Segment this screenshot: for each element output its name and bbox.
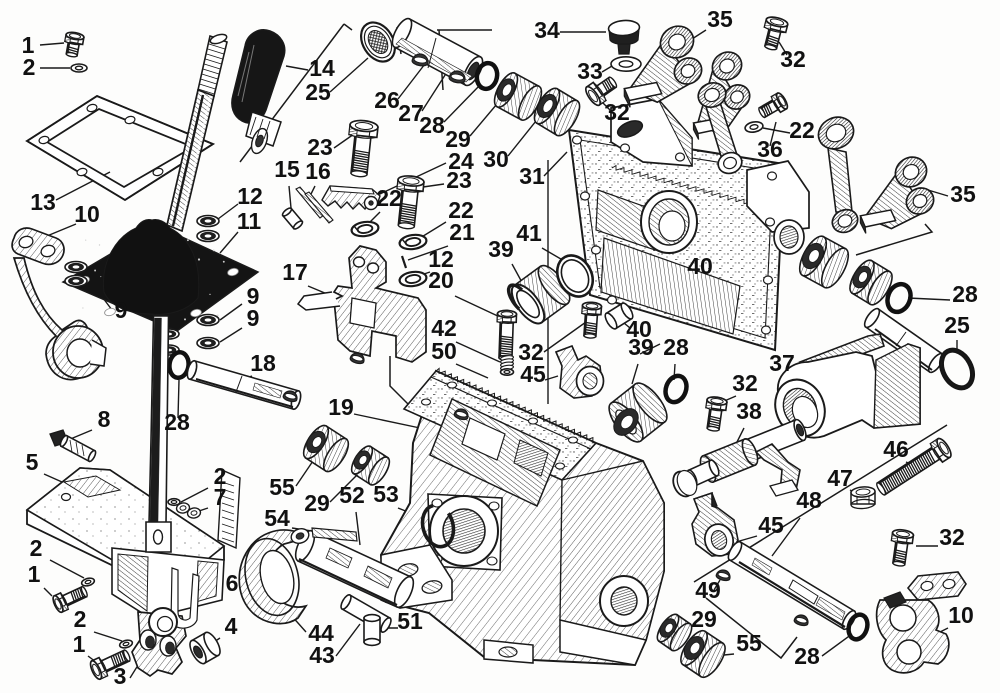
- svg-text:52: 52: [339, 482, 365, 508]
- svg-text:32: 32: [604, 99, 630, 125]
- svg-text:1: 1: [22, 32, 35, 58]
- svg-text:55: 55: [736, 630, 762, 656]
- svg-text:28: 28: [419, 112, 445, 138]
- svg-text:34: 34: [534, 17, 560, 43]
- svg-text:45: 45: [758, 512, 784, 538]
- svg-text:46: 46: [883, 436, 909, 462]
- svg-text:31: 31: [519, 163, 545, 189]
- svg-text:44: 44: [308, 620, 334, 646]
- svg-text:16: 16: [305, 158, 331, 184]
- svg-text:55: 55: [269, 474, 295, 500]
- svg-text:12: 12: [428, 246, 454, 272]
- svg-text:2: 2: [74, 606, 87, 632]
- svg-text:4: 4: [225, 613, 238, 639]
- svg-text:26: 26: [374, 87, 400, 113]
- svg-text:43: 43: [309, 642, 335, 668]
- svg-text:29: 29: [691, 606, 717, 632]
- svg-text:28: 28: [794, 643, 820, 669]
- svg-text:15: 15: [274, 156, 300, 182]
- svg-text:11: 11: [237, 208, 262, 234]
- svg-text:23: 23: [446, 167, 472, 193]
- svg-text:47: 47: [827, 465, 853, 491]
- svg-text:32: 32: [518, 339, 544, 365]
- svg-text:25: 25: [305, 79, 331, 105]
- svg-text:2: 2: [30, 535, 43, 561]
- svg-text:2: 2: [23, 54, 36, 80]
- svg-text:6: 6: [226, 570, 239, 596]
- svg-text:17: 17: [282, 259, 308, 285]
- svg-text:39: 39: [488, 236, 514, 262]
- svg-text:35: 35: [707, 6, 733, 32]
- svg-text:1: 1: [73, 631, 86, 657]
- svg-text:32: 32: [939, 524, 965, 550]
- svg-text:28: 28: [952, 281, 978, 307]
- svg-text:22: 22: [789, 117, 815, 143]
- svg-text:9: 9: [247, 305, 260, 331]
- svg-text:33: 33: [577, 58, 603, 84]
- svg-text:28: 28: [663, 334, 689, 360]
- svg-text:5: 5: [26, 449, 39, 475]
- svg-text:22: 22: [448, 197, 474, 223]
- svg-text:10: 10: [74, 201, 100, 227]
- svg-text:29: 29: [304, 490, 330, 516]
- svg-text:48: 48: [796, 487, 822, 513]
- svg-text:12: 12: [237, 183, 263, 209]
- svg-text:32: 32: [780, 46, 806, 72]
- svg-text:40: 40: [626, 316, 652, 342]
- svg-text:1: 1: [28, 561, 41, 587]
- svg-text:24: 24: [448, 148, 474, 174]
- svg-text:9: 9: [247, 283, 260, 309]
- svg-text:30: 30: [483, 146, 509, 172]
- svg-text:42: 42: [431, 315, 457, 341]
- svg-text:10: 10: [948, 602, 974, 628]
- svg-text:35: 35: [950, 181, 976, 207]
- svg-text:28: 28: [164, 409, 190, 435]
- svg-text:53: 53: [373, 481, 399, 507]
- svg-text:50: 50: [431, 338, 457, 364]
- svg-text:25: 25: [944, 312, 970, 338]
- svg-text:45: 45: [520, 361, 546, 387]
- svg-text:29: 29: [445, 126, 471, 152]
- svg-text:18: 18: [250, 350, 276, 376]
- svg-text:14: 14: [309, 55, 335, 81]
- svg-text:36: 36: [757, 136, 783, 162]
- svg-text:23: 23: [307, 134, 333, 160]
- svg-text:54: 54: [264, 505, 290, 531]
- svg-text:41: 41: [516, 220, 542, 246]
- svg-text:3: 3: [114, 663, 127, 689]
- svg-text:40: 40: [687, 253, 713, 279]
- svg-text:22: 22: [376, 185, 402, 211]
- svg-text:32: 32: [732, 370, 758, 396]
- svg-text:2: 2: [214, 463, 227, 489]
- svg-text:8: 8: [98, 406, 111, 432]
- svg-text:38: 38: [736, 398, 762, 424]
- svg-text:7: 7: [214, 484, 227, 510]
- svg-text:13: 13: [30, 189, 56, 215]
- svg-text:21: 21: [449, 219, 475, 245]
- svg-text:9: 9: [115, 297, 128, 323]
- svg-text:39: 39: [628, 334, 654, 360]
- svg-text:49: 49: [695, 577, 721, 603]
- svg-text:51: 51: [397, 608, 423, 634]
- svg-text:27: 27: [398, 100, 424, 126]
- svg-text:19: 19: [328, 394, 354, 420]
- svg-text:20: 20: [428, 267, 454, 293]
- svg-text:37: 37: [769, 350, 795, 376]
